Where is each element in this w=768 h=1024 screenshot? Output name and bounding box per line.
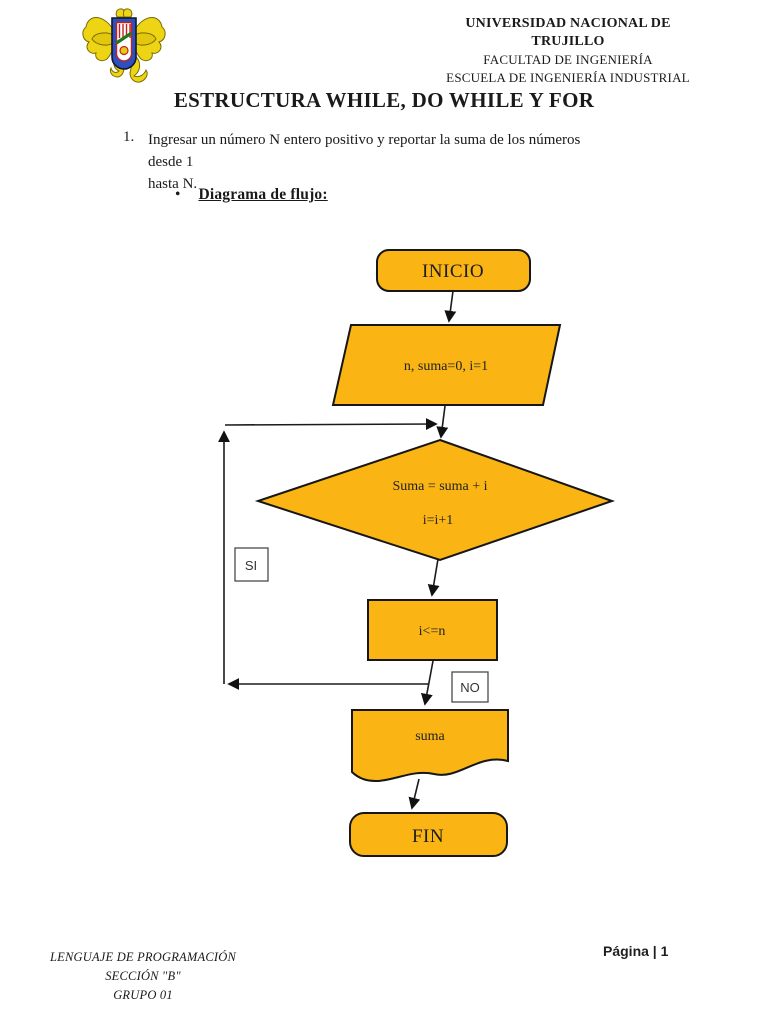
university-logo-icon bbox=[82, 8, 166, 83]
school-name: ESCUELA DE INGENIERÍA INDUSTRIAL bbox=[446, 70, 690, 85]
bullet-icon: • bbox=[175, 186, 181, 203]
condition-node-label: i<=n bbox=[419, 624, 446, 639]
edge-loop-top bbox=[224, 418, 438, 431]
si-label: SI bbox=[245, 558, 257, 573]
start-node bbox=[376, 249, 531, 292]
input-node bbox=[331, 324, 562, 406]
output-node bbox=[351, 709, 509, 782]
condition-node bbox=[367, 599, 498, 661]
section-heading-label: Diagrama de flujo: bbox=[198, 186, 328, 203]
problem-statement: Ingresar un número N entero positivo y r… bbox=[148, 129, 618, 195]
edge-start-to-input bbox=[444, 290, 457, 323]
edge-condition-to-output bbox=[420, 660, 434, 706]
footer-course-block: LENGUAJE DE PROGRAMACIÓN SECCIÓN "B" GRU… bbox=[47, 948, 239, 1005]
start-node-label: INICIO bbox=[422, 261, 484, 282]
page-title: ESTRUCTURA WHILE, DO WHILE Y FOR bbox=[173, 88, 595, 112]
end-node bbox=[349, 812, 508, 857]
si-label-box bbox=[234, 547, 269, 582]
decision-node-label-2: i=i+1 bbox=[423, 513, 454, 528]
problem-line-2: hasta N. bbox=[148, 176, 198, 192]
problem-line-1: Ingresar un número N entero positivo y r… bbox=[148, 132, 581, 170]
page-number: Página | 1 bbox=[603, 943, 669, 959]
problem-number: 1. bbox=[123, 129, 135, 145]
header-block: UNIVERSIDAD NACIONAL DE TRUJILLO FACULTA… bbox=[437, 15, 699, 87]
faculty-name: FACULTAD DE INGENIERÍA bbox=[483, 52, 653, 67]
no-label-box bbox=[451, 671, 489, 703]
input-node-label: n, suma=0, i=1 bbox=[404, 359, 488, 374]
output-node-label: suma bbox=[415, 729, 445, 744]
footer-course-name: LENGUAJE DE PROGRAMACIÓN bbox=[49, 950, 237, 964]
decision-node bbox=[254, 438, 616, 562]
section-heading: • Diagrama de flujo: bbox=[175, 186, 328, 204]
no-label: NO bbox=[460, 680, 480, 695]
end-node-label: FIN bbox=[412, 826, 444, 847]
edge-output-to-end bbox=[408, 778, 421, 810]
edge-input-to-decision bbox=[436, 405, 449, 439]
edge-decision-to-condition bbox=[427, 558, 440, 597]
university-name: UNIVERSIDAD NACIONAL DE TRUJILLO bbox=[465, 16, 671, 49]
footer-section: SECCIÓN "B" bbox=[105, 969, 181, 983]
footer-group: GRUPO 01 bbox=[113, 988, 173, 1002]
decision-node-label-1: Suma = suma + i bbox=[392, 479, 487, 494]
